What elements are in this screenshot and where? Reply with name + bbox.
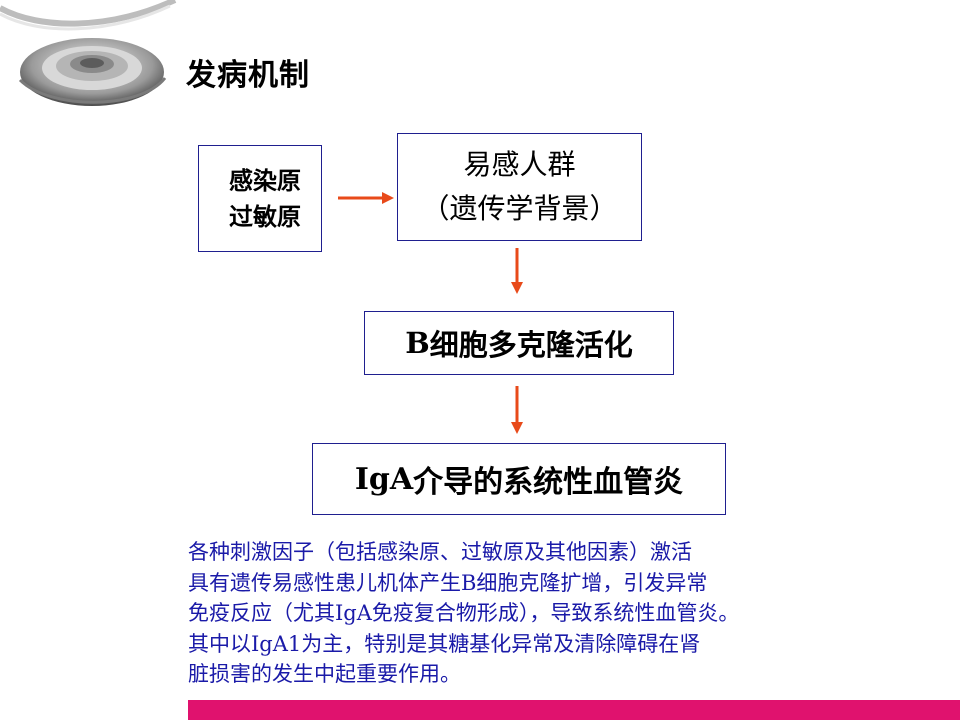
arrow-down-icon [511,248,523,294]
description-text: 各种刺激因子（包括感染原、过敏原及其他因素）激活 具有遗传易感性患儿机体产生B细… [188,537,888,690]
susceptible-group-box: 易感人群 （遗传学背景） [397,133,642,241]
bcell-prefix: B [405,326,430,360]
iga-text: 介导的系统性血管炎 [413,465,684,500]
group-line-genetic: （遗传学背景） [421,192,618,225]
description-line: 免疫反应（尤其IgA免疫复合物形成），导致系统性血管炎。 [188,601,740,625]
group-line-title: 易感人群 [463,148,576,181]
stethoscope-logo-icon [0,0,177,106]
page-title: 发病机制 [186,58,310,93]
arrow-right-icon [338,192,394,204]
cause-line-infection: 感染原 [229,166,301,195]
iga-prefix: IgA [354,461,414,497]
description-line: 其中以IgA1为主，特别是其糖基化异常及清除障碍在肾 [188,631,701,656]
bcell-text: 细胞多克隆活化 [429,328,633,362]
cause-box: 感染原 过敏原 [198,145,322,252]
description-line: 各种刺激因子（包括感染原、过敏原及其他因素）激活 [188,540,692,564]
cause-line-allergen: 过敏原 [229,202,301,231]
description-line: 脏损害的发生中起重要作用。 [188,662,461,686]
accent-bar [188,700,960,720]
arrow-down-icon [511,386,523,434]
description-line: 具有遗传易感性患儿机体产生B细胞克隆扩增，引发异常 [188,570,708,595]
